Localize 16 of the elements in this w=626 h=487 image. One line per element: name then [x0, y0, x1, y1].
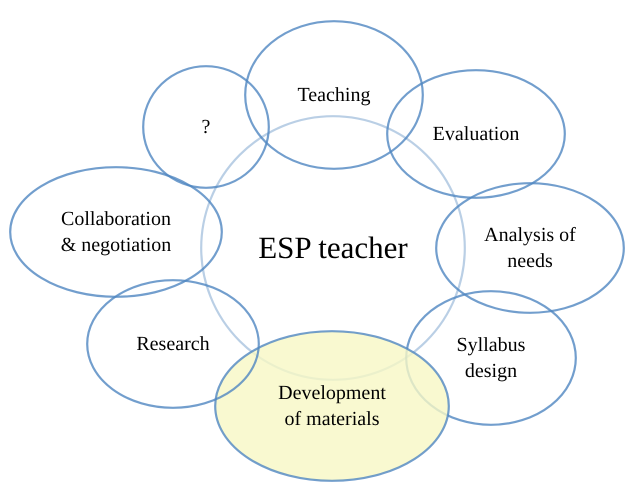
ellipse-node [244, 20, 424, 170]
node-label: Analysis of needs [483, 223, 577, 274]
node-label: Evaluation [432, 122, 520, 147]
node-label: ESP teacher [257, 228, 409, 267]
node-label: Research [135, 332, 211, 357]
ellipse-node [435, 182, 625, 314]
node-label: Development of materials [277, 381, 387, 432]
node-label: Collaboration & negotiation [60, 207, 172, 258]
node-label: Teaching [296, 83, 372, 108]
ellipse-node [214, 330, 450, 482]
ellipse-node [386, 69, 566, 199]
ellipse-node [86, 279, 260, 409]
ellipse-node [142, 65, 270, 189]
node-label: ? [200, 115, 212, 140]
node-label: Syllabus design [456, 333, 526, 384]
ellipse-node [9, 166, 223, 298]
